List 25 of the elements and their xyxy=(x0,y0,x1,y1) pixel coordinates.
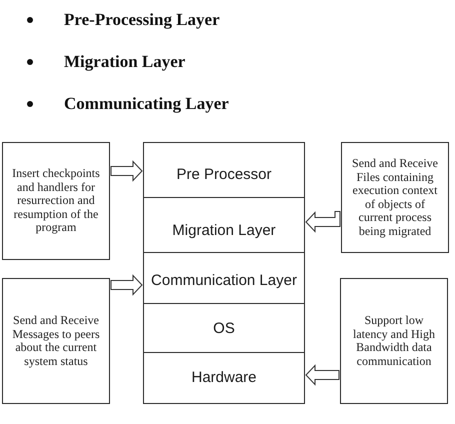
description-text: Send and Receive Messages to peers about the current system status xyxy=(11,314,101,368)
block-arrow xyxy=(110,274,143,296)
layer-box xyxy=(143,197,305,253)
bent-block-arrow xyxy=(305,211,340,233)
layer-box xyxy=(143,303,305,353)
text-box xyxy=(341,142,449,253)
block-arrow xyxy=(110,160,143,182)
layer-label: OS xyxy=(213,320,235,338)
layer-box xyxy=(143,252,305,304)
list-item-text: Migration Layer xyxy=(64,52,186,72)
description-text: Send and Receive Files containing execution context of objects of current process being migrated xyxy=(351,157,439,238)
description-text: Support low latency and High Bandwidth data communication xyxy=(352,314,436,368)
layer-box xyxy=(143,352,305,404)
block-arrow xyxy=(305,364,340,386)
text-box xyxy=(2,142,110,260)
layer-label: Communication Layer xyxy=(151,272,297,290)
layer-box xyxy=(143,142,305,198)
layer-label: Migration Layer xyxy=(172,222,276,240)
list-item-text: Communicating Layer xyxy=(64,94,229,114)
layer-label: Hardware xyxy=(191,369,257,387)
description-text: Insert checkpoints and handlers for resurrection and resumption of the program xyxy=(11,167,101,235)
list-item-text: Pre-Processing Layer xyxy=(64,10,220,30)
text-box xyxy=(2,278,110,404)
layer-label: Pre Processor xyxy=(176,166,272,184)
text-box xyxy=(340,278,448,404)
